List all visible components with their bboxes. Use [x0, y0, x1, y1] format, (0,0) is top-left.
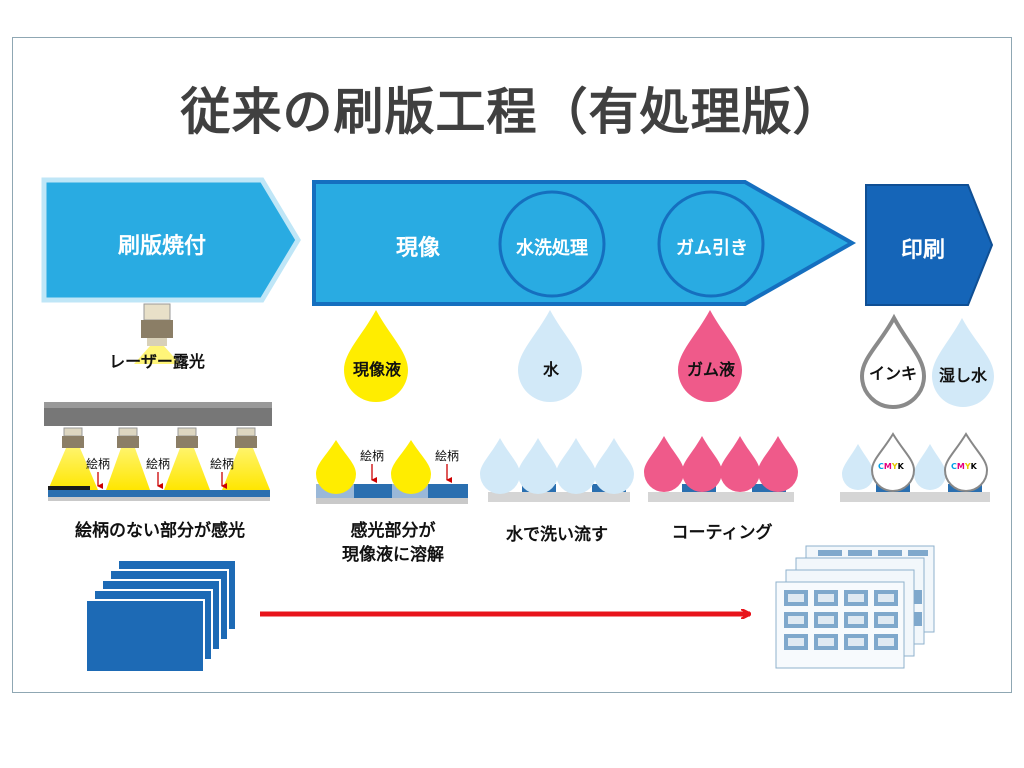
image-area-label: 絵柄: [359, 449, 385, 463]
water-label: 水: [542, 360, 560, 379]
exposure-apparatus: [44, 402, 272, 426]
ink-drop-icon: [870, 432, 916, 492]
dampening-drop-icon: [932, 318, 995, 408]
water-drop-icon: [914, 444, 946, 490]
gum-circle: [657, 190, 765, 298]
plate-stack-icon: [85, 559, 237, 673]
developer-label: 現像液: [352, 360, 402, 379]
laser-beam: [48, 448, 98, 490]
laser-beam: [164, 448, 210, 490]
gum-label: ガム液: [686, 360, 736, 379]
water-drop-icon: [594, 438, 634, 494]
plate-exposure: [48, 486, 270, 501]
water-drop-icon: [556, 438, 596, 494]
developer-drop-icon: [316, 440, 356, 494]
developer-drop-icon: [391, 440, 431, 494]
image-area-label: 絵柄: [434, 449, 460, 463]
ink-label: インキ: [868, 364, 918, 383]
page-title: 従来の刷版工程（有処理版）: [180, 83, 844, 141]
image-area-label: 絵柄: [209, 457, 235, 471]
laser-beam: [106, 448, 150, 490]
gum-drop-icon: [644, 436, 684, 492]
cmyk-label: CMYK: [951, 462, 977, 471]
caption-rinse: 水で洗い流す: [506, 525, 608, 545]
stage-label-develop: 現像: [395, 236, 441, 261]
rinse-circle: [498, 190, 606, 298]
water-drop-icon: [842, 444, 874, 490]
laser-beam: [222, 448, 270, 490]
stage-label-exposure: 刷版焼付: [117, 234, 207, 259]
caption-exposure: 絵柄のない部分が感光: [75, 521, 245, 541]
gum-drop-icon: [758, 436, 798, 492]
dampening-label: 湿し水: [938, 366, 988, 385]
developer-drop-icon: [344, 310, 408, 402]
laser-heads: [48, 427, 270, 490]
print-arrow: [865, 184, 994, 306]
ink-drop-icon: [943, 432, 989, 492]
laser-label: レーザー露光: [109, 352, 205, 371]
caption-gum: コーティング: [671, 523, 773, 543]
stage-label-print: 印刷: [900, 238, 946, 263]
gum-drop-icon: [678, 310, 742, 402]
ink-drop-icon: [859, 313, 927, 409]
laser-head-icon: [134, 303, 180, 364]
cmyk-label: CMYK: [878, 462, 904, 471]
image-area-label: 絵柄: [85, 457, 111, 471]
gum-drop-icon: [682, 436, 722, 492]
caption-develop-line2: 現像液に溶解: [342, 545, 444, 565]
gum-drop-icon: [720, 436, 760, 492]
water-drop-icon: [480, 438, 520, 494]
image-area-label: 絵柄: [145, 457, 171, 471]
water-drop-icon: [518, 310, 582, 402]
stage-label-gum: ガム引き: [676, 238, 748, 259]
caption-develop-line1: 感光部分が: [350, 521, 436, 541]
exposure-arrow: [41, 177, 301, 303]
stage-label-rinse: 水洗処理: [516, 238, 588, 259]
water-drop-icon: [518, 438, 558, 494]
